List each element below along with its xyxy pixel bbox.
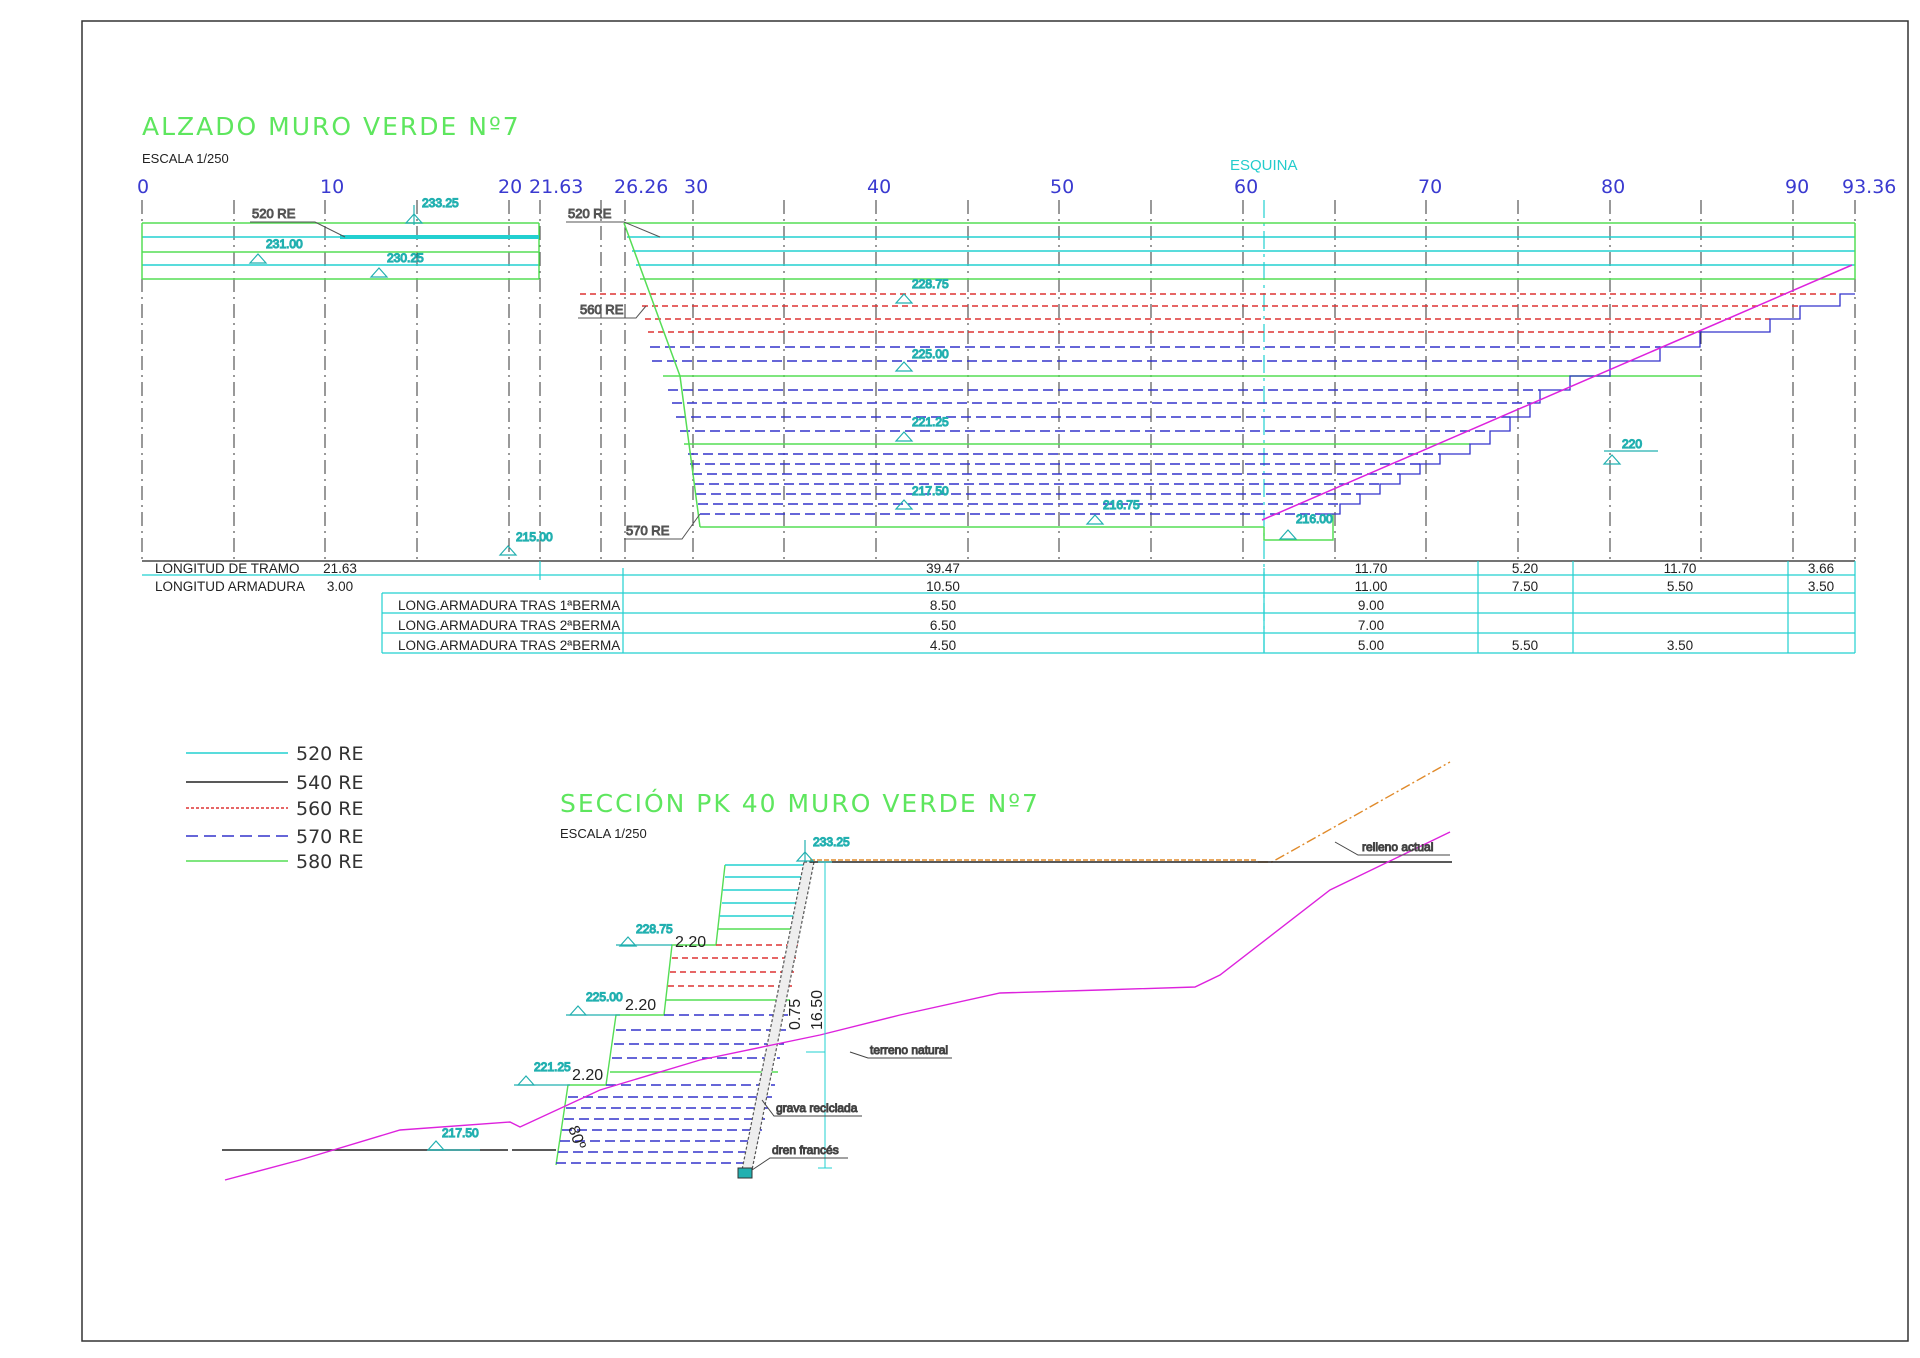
stepped-base (1320, 293, 1855, 515)
level-label: 225.00 (912, 347, 949, 361)
level-label: 221.25 (912, 415, 949, 429)
tick-label: 60 (1234, 176, 1258, 198)
tick-label: 30 (684, 176, 708, 198)
section-scale: ESCALA 1/250 (560, 826, 647, 841)
berma3-value: 5.50 (1512, 638, 1538, 653)
level-label: 221.25 (534, 1060, 571, 1074)
french-drain (737, 1167, 753, 1179)
section-dimensions (806, 861, 832, 1169)
terrain-line-elevation (1261, 264, 1853, 521)
legend-label: 560 RE (296, 798, 364, 820)
tick-label: 80 (1601, 176, 1625, 198)
table-row-label: LONG.ARMADURA TRAS 1ªBERMA (398, 598, 620, 613)
armadura-value: 3.00 (327, 579, 353, 594)
drain-label: dren francés (772, 1143, 839, 1157)
line-legend: 520 RE 540 RE 560 RE 570 RE 580 RE (186, 743, 364, 873)
section-labels: relleno actual terreno natural grava rec… (751, 840, 1450, 1171)
wall-courses (580, 222, 1856, 541)
table-row-label: LONGITUD ARMADURA (155, 579, 305, 594)
callout-label: 570 RE (626, 523, 670, 538)
armadura-value: 7.50 (1512, 579, 1538, 594)
slope-label: 80º (564, 1124, 588, 1152)
callout-label: 520 RE (568, 206, 612, 221)
table-row-label: LONG.ARMADURA TRAS 2ªBERMA (398, 638, 620, 653)
table-row-label: LONG.ARMADURA TRAS 2ªBERMA (398, 618, 620, 633)
level-label: 217.50 (442, 1126, 479, 1140)
grid-lines (141, 200, 1856, 560)
dim-height: 16.50 (809, 990, 826, 1030)
berma3-value: 4.50 (930, 638, 956, 653)
level-label: 216.00 (1296, 512, 1333, 526)
callout-label: 560 RE (580, 302, 624, 317)
level-label: 215.00 (516, 530, 553, 544)
tick-label: 40 (867, 176, 891, 198)
tick-label: 93.36 (1842, 176, 1896, 198)
elevation-callouts: 520 RE 520 RE 560 RE 570 RE (250, 206, 701, 540)
armadura-value: 11.00 (1355, 579, 1388, 594)
distance-ticks: 0 10 20 21.63 26.26 30 40 50 60 70 80 90… (137, 176, 1896, 198)
tick-label: 26.26 (614, 176, 668, 198)
armadura-value: 5.50 (1667, 579, 1693, 594)
section-ground (222, 761, 1452, 1181)
legend-label: 540 RE (296, 772, 364, 794)
fill-label: relleno actual (1362, 840, 1433, 854)
berm-width: 2.20 (675, 934, 706, 951)
armadura-value: 10.50 (926, 579, 960, 594)
level-label: 220 (1622, 437, 1642, 451)
table-values: 21.63 39.47 11.70 5.20 11.70 3.66 3.00 1… (323, 561, 1834, 653)
tramo-value: 3.66 (1808, 561, 1834, 576)
berma3-value: 3.50 (1667, 638, 1693, 653)
tick-label: 90 (1785, 176, 1809, 198)
reinforcement-table (142, 560, 1856, 654)
tramo-value: 21.63 (323, 561, 357, 576)
level-label: 225.00 (586, 990, 623, 1004)
tramo-value: 11.70 (1355, 561, 1388, 576)
table-row-label: LONGITUD DE TRAMO (155, 561, 300, 576)
tick-label: 20 (498, 176, 522, 198)
tick-label: 21.63 (529, 176, 583, 198)
level-label: 228.75 (912, 277, 949, 291)
berma2-value: 6.50 (930, 618, 956, 633)
gravel-label: grava reciclada (776, 1101, 858, 1115)
level-label: 230.25 (387, 251, 424, 265)
berm-widths: 2.20 2.20 2.20 (572, 934, 706, 1084)
legend-label: 570 RE (296, 826, 364, 848)
elevation-markers: 233.25 231.00 230.25 228.75 225.00 221.2… (248, 195, 1658, 556)
tick-label: 70 (1418, 176, 1442, 198)
legend-label: 520 RE (296, 743, 364, 765)
sheet-border (81, 20, 1909, 1342)
tramo-value: 5.20 (1512, 561, 1538, 576)
section-markers: 233.25 228.75 225.00 221.25 217.50 (426, 834, 851, 1151)
berm-width: 2.20 (572, 1067, 603, 1084)
wall-block-left (141, 222, 540, 280)
level-label: 216.75 (1103, 498, 1140, 512)
tick-label: 10 (320, 176, 344, 198)
level-label: 233.25 (422, 196, 459, 210)
elevation-title: ALZADO MURO VERDE Nº7 (142, 112, 521, 141)
level-label: 233.25 (813, 835, 850, 849)
corner-label: ESQUINA (1230, 157, 1298, 174)
level-label: 228.75 (636, 922, 673, 936)
berma1-value: 9.00 (1358, 598, 1384, 613)
berm-width: 2.20 (625, 997, 656, 1014)
tick-label: 0 (137, 176, 149, 198)
callout-label: 520 RE (252, 206, 296, 221)
tick-label: 50 (1050, 176, 1074, 198)
berma3-value: 5.00 (1358, 638, 1384, 653)
section-wall (555, 864, 810, 1166)
level-label: 231.00 (266, 237, 303, 251)
berma1-value: 8.50 (930, 598, 956, 613)
ground-label: terreno natural (870, 1043, 948, 1057)
table-labels: LONGITUD DE TRAMO LONGITUD ARMADURA LONG… (155, 561, 620, 653)
tramo-value: 39.47 (926, 561, 960, 576)
section-title: SECCIÓN PK 40 MURO VERDE Nº7 (560, 788, 1040, 818)
dim-offset: 0.75 (787, 999, 804, 1030)
legend-label: 580 RE (296, 851, 364, 873)
level-label: 217.50 (912, 484, 949, 498)
berma2-value: 7.00 (1358, 618, 1384, 633)
armadura-value: 3.50 (1808, 579, 1834, 594)
elevation-scale: ESCALA 1/250 (142, 151, 229, 166)
tramo-value: 11.70 (1664, 561, 1697, 576)
